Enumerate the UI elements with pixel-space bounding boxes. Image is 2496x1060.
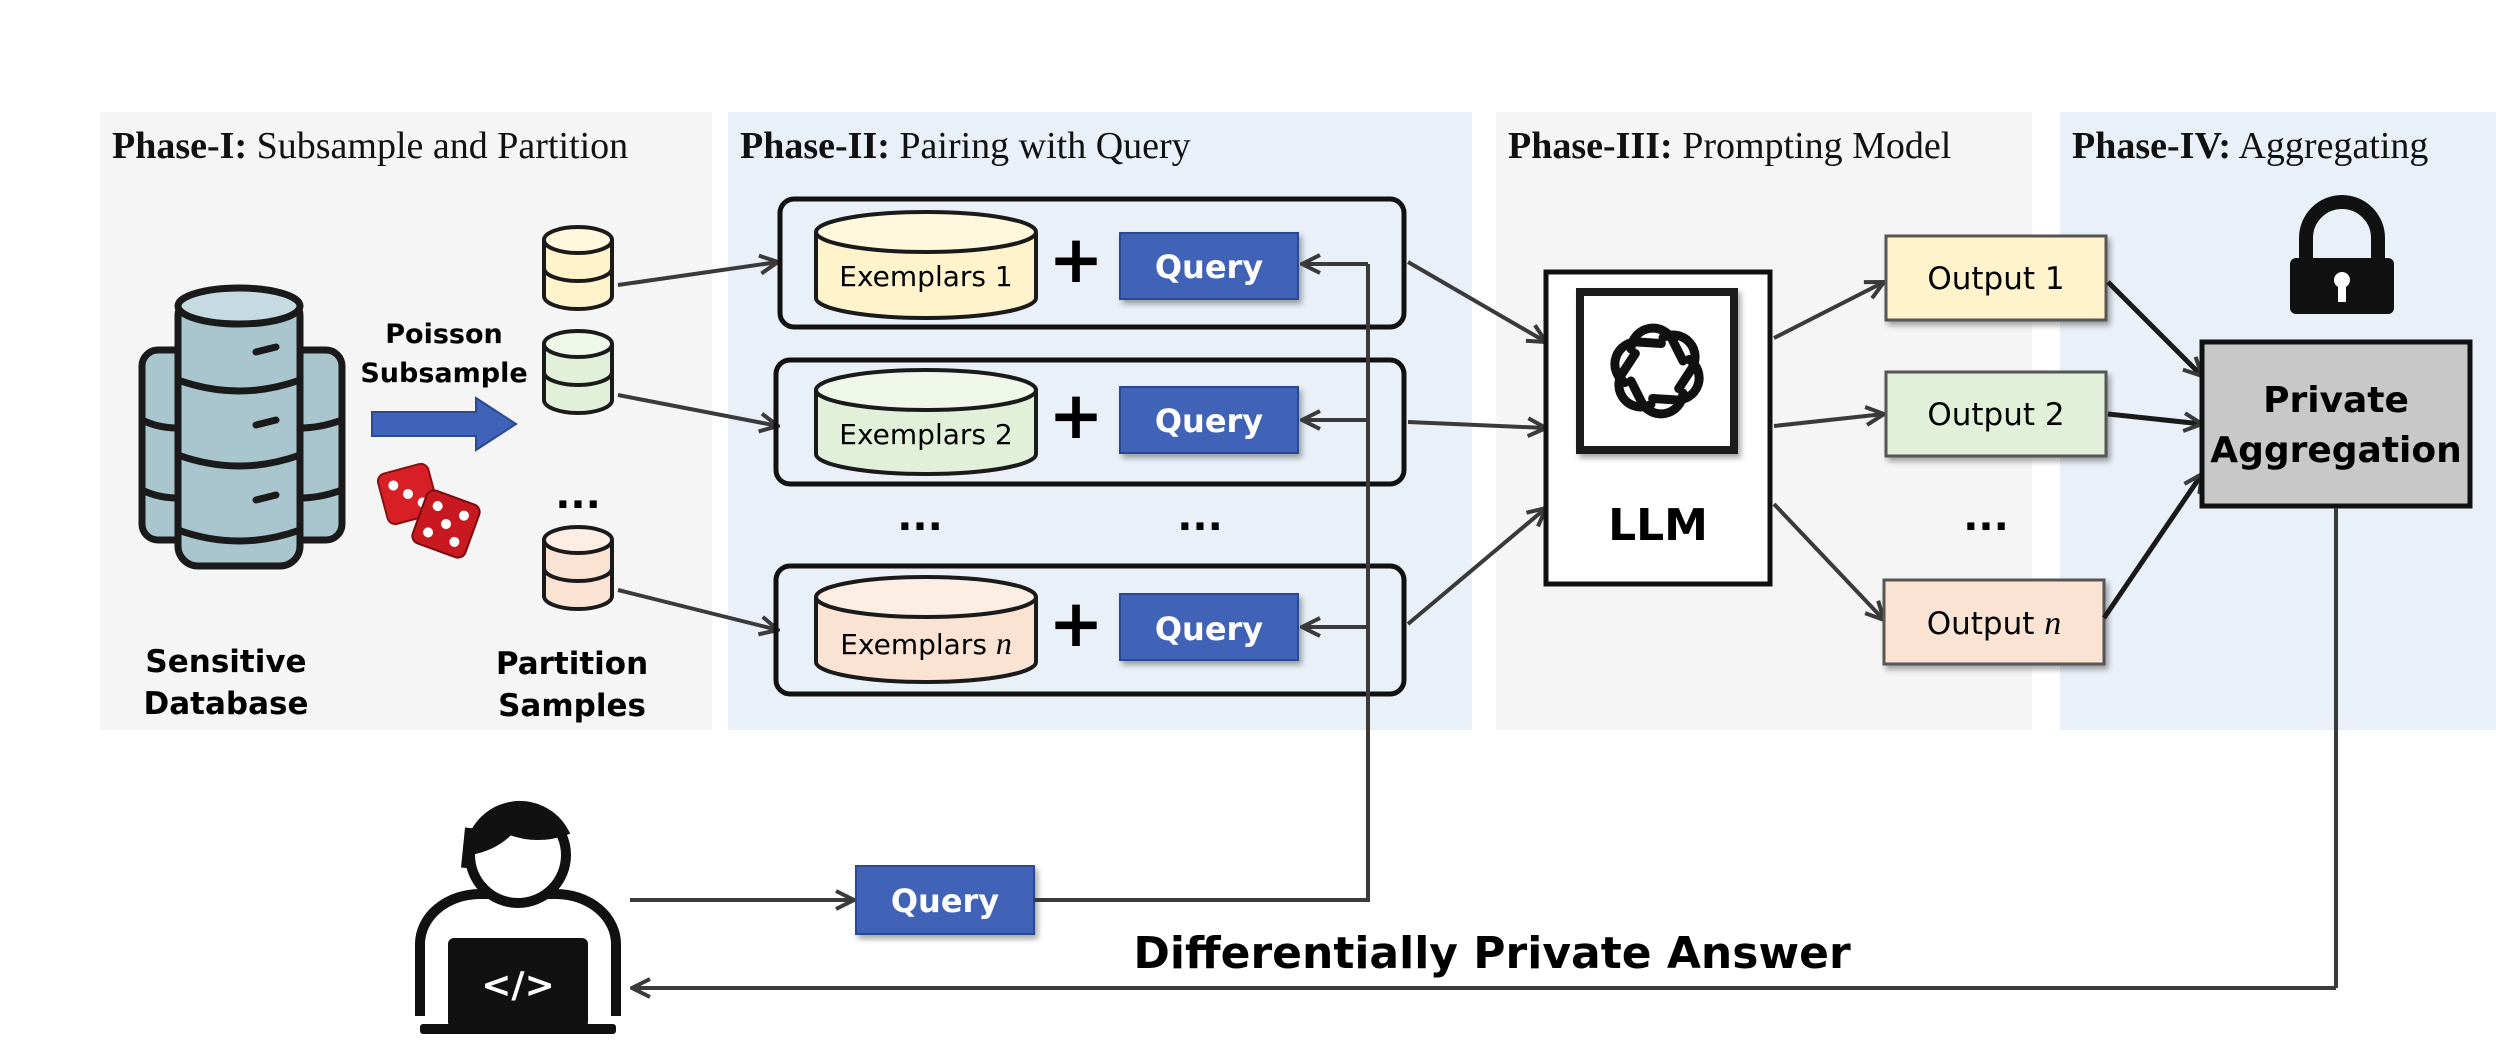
partition-ellipsis: ... — [555, 472, 601, 518]
differentially-private-answer-label: Differentially Private Answer — [1133, 928, 1851, 979]
partition-cylinder-n — [542, 525, 614, 611]
output-to-aggregation-arrows — [2101, 280, 2202, 620]
poisson-label-1: Poisson — [385, 319, 503, 350]
partition-label-2: Samples — [498, 688, 646, 724]
output-box-2 — [1884, 370, 2108, 458]
answer-return-path — [632, 508, 2338, 988]
phase4-title: Phase-IV: Aggregating — [2072, 125, 2428, 167]
exemplar-cylinder-1 — [814, 210, 1038, 320]
exemplar-label-2: Exemplars 2 — [839, 418, 1012, 451]
exemplar-label-n: Exemplars n — [840, 625, 1012, 661]
output-box-1 — [1884, 234, 2108, 322]
aggregation-label-2: Aggregation — [2210, 430, 2462, 471]
output-label-n: Output n — [1927, 605, 2062, 642]
exemplar-cylinder-2 — [814, 368, 1038, 476]
query-box-1 — [1119, 232, 1299, 300]
phase1-title: Phase-I: Subsample and Partition — [112, 125, 628, 167]
row-ellipsis-left: ... — [897, 494, 943, 540]
llm-label: LLM — [1608, 500, 1708, 551]
private-aggregation-box — [2199, 339, 2473, 509]
sensitive-db-label-1: Sensitive — [145, 644, 306, 680]
pair-box-1 — [777, 196, 1407, 330]
query-label-1: Query — [1155, 248, 1263, 286]
llm-logo-frame — [1576, 288, 1738, 454]
partition-arrows — [617, 262, 778, 630]
dice-icon — [376, 462, 481, 559]
phase2-title: Phase-II: Pairing with Query — [740, 125, 1191, 167]
poisson-label-2: Subsample — [360, 358, 527, 389]
sensitive-db-label-2: Database — [144, 686, 309, 722]
bottom-query-label: Query — [891, 882, 999, 920]
pair-box-n — [773, 563, 1407, 697]
output-label-1: Output 1 — [1927, 261, 2064, 297]
query-distribution-lines — [1302, 264, 1370, 900]
query-label-2: Query — [1155, 402, 1263, 440]
query-box-2 — [1119, 386, 1299, 454]
exemplar-label-1: Exemplars 1 — [839, 260, 1012, 293]
exemplar-cylinder-n — [814, 575, 1038, 684]
partition-label-1: Partition — [496, 646, 648, 682]
plus-sign-1: + — [1048, 221, 1103, 298]
query-label-n: Query — [1155, 610, 1263, 648]
rows-to-llm-arrows — [1406, 260, 1546, 626]
output-ellipsis: ... — [1963, 494, 2009, 540]
phase3-title: Phase-III: Prompting Model — [1508, 125, 1951, 167]
query-box-n — [1119, 593, 1299, 661]
output-label-2: Output 2 — [1927, 397, 2064, 433]
output-box-n — [1882, 578, 2106, 666]
plus-sign-n: + — [1048, 585, 1103, 662]
aggregation-label-1: Private — [2263, 380, 2409, 421]
llm-to-output-arrows — [1772, 282, 1884, 620]
openai-logo-icon — [1610, 323, 1704, 419]
partition-cylinder-1 — [542, 225, 614, 311]
lock-icon — [2290, 195, 2394, 314]
partition-cylinder-2 — [542, 329, 614, 415]
pair-box-2 — [773, 357, 1407, 487]
developer-user-icon: </> — [415, 800, 621, 1034]
plus-sign-2: + — [1048, 377, 1103, 454]
sensitive-database-icon — [138, 284, 346, 570]
svg-text:</>: </> — [481, 965, 554, 1006]
database-dash-marks — [252, 343, 280, 504]
subsample-arrow — [371, 396, 518, 452]
row-ellipsis-right: ... — [1177, 494, 1223, 540]
